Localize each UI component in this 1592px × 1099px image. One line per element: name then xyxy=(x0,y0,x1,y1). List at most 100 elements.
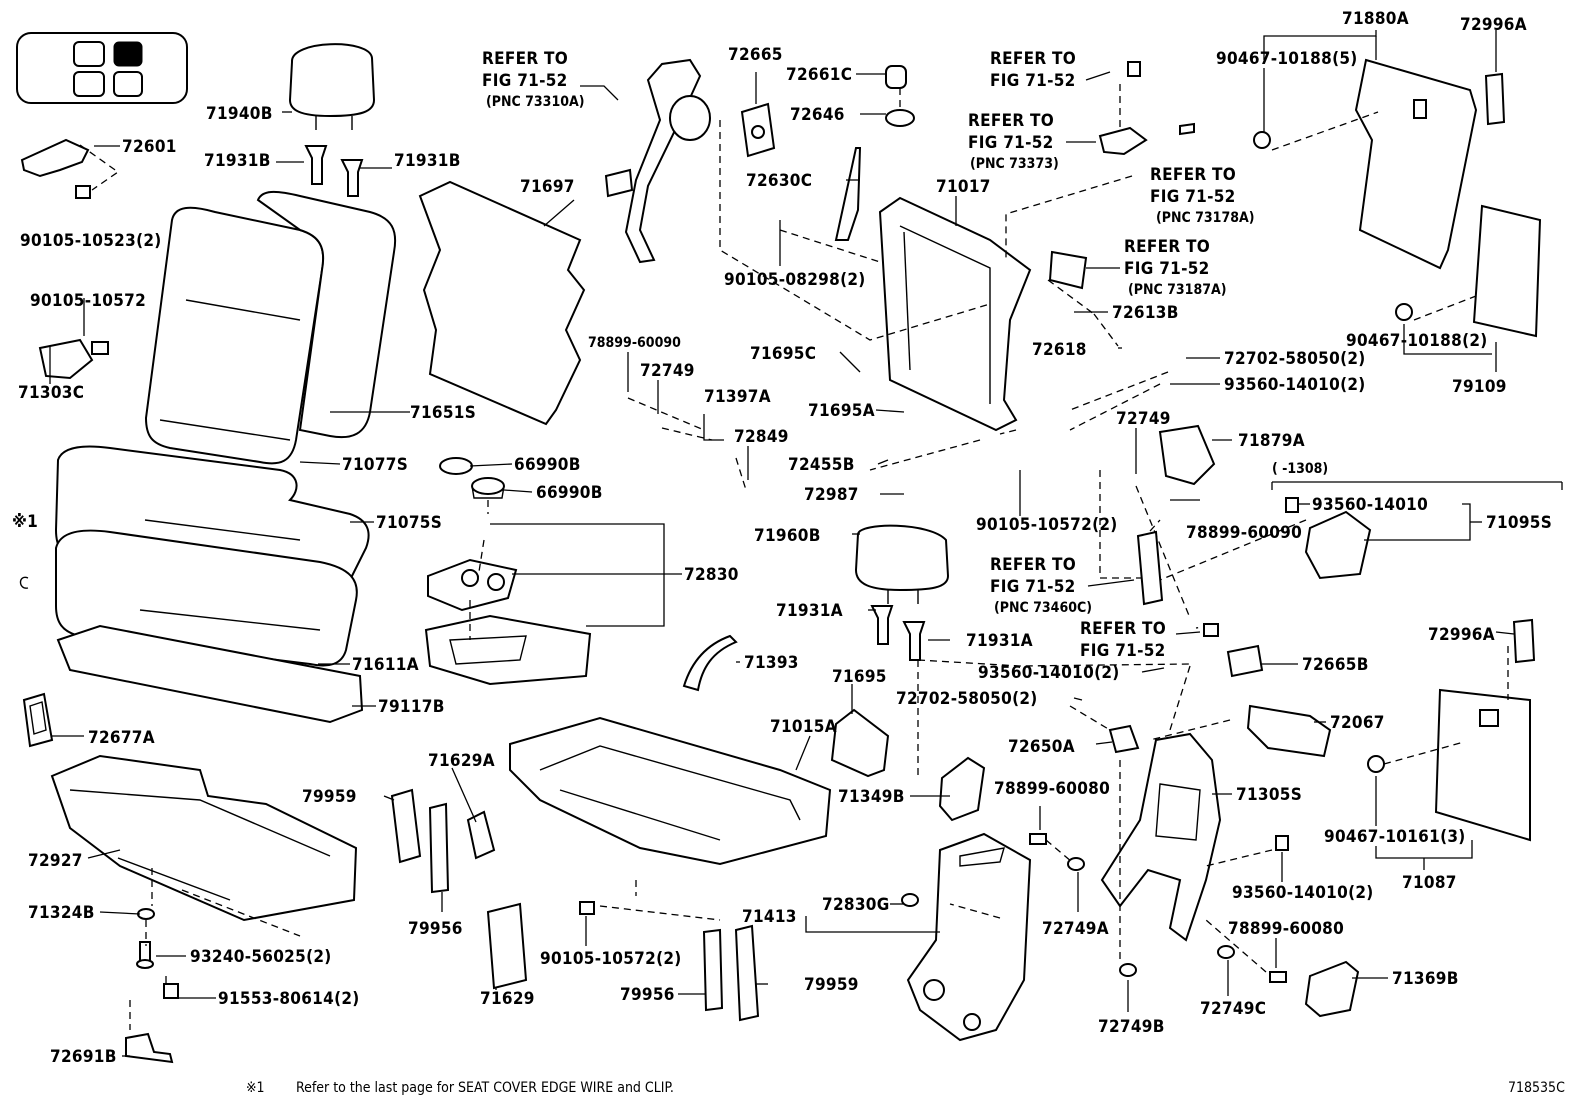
label-footnote-mark: ※1 xyxy=(12,512,38,532)
figure-code: 718535C xyxy=(1508,1080,1565,1096)
bolt-93240-part xyxy=(136,941,154,969)
seatback-board-71697-part xyxy=(418,180,586,426)
label-90105-10523: 90105-10523(2) xyxy=(20,231,162,251)
bracket-72691b-part xyxy=(125,1032,174,1064)
headrest-71940b-part xyxy=(288,43,376,130)
label-72630c: 72630C xyxy=(746,171,812,191)
refer-4-line3: (PNC 73178A) xyxy=(1156,210,1254,226)
label-90467-10188-2: 90467-10188(2) xyxy=(1346,331,1488,351)
cover-79959-upper-part xyxy=(390,788,422,864)
label-71960b: 71960B xyxy=(754,526,821,546)
clip-93560-14010-part xyxy=(1285,497,1299,513)
label-71931b-left: 71931B xyxy=(204,151,271,171)
hinge-frame-71305s-part xyxy=(1100,732,1222,942)
cover-79959-lower-part xyxy=(734,924,760,1022)
bolt-78899-60080-left-part xyxy=(1029,833,1047,845)
refer-2-line1: REFER TO xyxy=(990,49,1076,69)
label-71629: 71629 xyxy=(480,989,535,1009)
refer-5-line2: FIG 71-52 xyxy=(1124,259,1210,279)
label-71349b: 71349B xyxy=(838,787,905,807)
label-72665: 72665 xyxy=(728,45,783,65)
clip-72830g-part xyxy=(901,893,919,907)
refer-4-line1: REFER TO xyxy=(1150,165,1236,185)
label-79956-upper: 79956 xyxy=(408,919,463,939)
label-71880a: 71880A xyxy=(1342,9,1409,29)
nut-72749b-part xyxy=(1119,963,1137,977)
label-72691b: 72691B xyxy=(50,1047,117,1067)
label-78899-60090-right: 78899-60090 xyxy=(1186,523,1302,543)
bracket-71695-part xyxy=(830,708,890,778)
label-71303c: 71303C xyxy=(18,383,84,403)
label-90105-10572-center: 90105-10572(2) xyxy=(540,949,682,969)
label-71879a: 71879A xyxy=(1238,431,1305,451)
cover-71879a-part xyxy=(1158,424,1216,486)
edge-wire-clip-icon xyxy=(19,576,29,589)
label-71087: 71087 xyxy=(1402,873,1457,893)
seatback-frame-71017-part xyxy=(878,196,1032,432)
label-71629a: 71629A xyxy=(428,751,495,771)
refer-7-line2: FIG 71-52 xyxy=(1080,641,1166,661)
label-93240-56025: 93240-56025(2) xyxy=(190,947,332,967)
label-71077s: 71077S xyxy=(342,455,408,475)
refer-6-line1: REFER TO xyxy=(990,555,1076,575)
seatback-cover-71077s-part xyxy=(144,206,325,465)
label-72849: 72849 xyxy=(734,427,789,447)
seatback-board-71880a-part xyxy=(1354,58,1478,270)
label-79117b: 79117B xyxy=(378,697,445,717)
refer-to-callouts: REFER TO FIG 71-52 (PNC 73310A) REFER TO… xyxy=(482,49,1254,661)
bracket-72650a-part xyxy=(1108,724,1140,754)
trim-72996a-lower-part xyxy=(1512,618,1536,664)
label-72927: 72927 xyxy=(28,851,83,871)
label-90105-08298: 90105-08298(2) xyxy=(724,270,866,290)
board-71087-part xyxy=(1434,688,1531,842)
label-72601: 72601 xyxy=(122,137,177,157)
refer-4-line2: FIG 71-52 xyxy=(1150,187,1236,207)
clip-90467-10188-lower-part xyxy=(1395,303,1413,321)
label-72455b: 72455B xyxy=(788,455,855,475)
label-71931a-right: 71931A xyxy=(966,631,1033,651)
console-71413-part xyxy=(906,832,1032,1042)
label-90467-10188-5: 90467-10188(5) xyxy=(1216,49,1358,69)
label-71015a: 71015A xyxy=(770,717,837,737)
bracket-71303c-part xyxy=(38,338,109,380)
label-71369b: 71369B xyxy=(1392,969,1459,989)
bolt-93560-14010-right-part xyxy=(1275,835,1289,851)
label-93560-14010-lower: 93560-14010(2) xyxy=(1232,883,1374,903)
leader-lines xyxy=(49,30,1563,1057)
label-71651s: 71651S xyxy=(410,403,476,423)
label-72702-58050-upper: 72702-58050(2) xyxy=(1224,349,1366,369)
label-90105-10572-left: 90105-10572 xyxy=(30,291,146,311)
label-72646: 72646 xyxy=(790,105,845,125)
board-79109-part xyxy=(1472,204,1542,338)
cover-71629a-part xyxy=(466,810,496,860)
label-72749b: 72749B xyxy=(1098,1017,1165,1037)
cap-66990b-lower-part xyxy=(471,477,505,499)
label-72749a: 72749A xyxy=(1042,919,1109,939)
bolt-90105-10572-center-part xyxy=(579,901,595,915)
label-90105-10572-right: 90105-10572(2) xyxy=(976,515,1118,535)
label-78899-60080-right: 78899-60080 xyxy=(1228,919,1344,939)
cover-71369b-part xyxy=(1304,960,1360,1018)
refer-2-line2: FIG 71-52 xyxy=(990,71,1076,91)
label-71305s: 71305S xyxy=(1236,785,1302,805)
label-91553-80614: 91553-80614(2) xyxy=(218,989,360,1009)
refer-1-line1: REFER TO xyxy=(482,49,568,69)
footnote: ※1 Refer to the last page for SEAT COVER… xyxy=(246,1080,674,1096)
cap-72661c-part xyxy=(885,65,907,89)
label-72996a-lower: 72996A xyxy=(1428,625,1495,645)
label-78899-60090-left: 78899-60090 xyxy=(588,335,681,351)
cover-72665-part xyxy=(740,102,776,158)
label-72067: 72067 xyxy=(1330,713,1385,733)
cover-72677a-part xyxy=(22,692,54,748)
label-93560-14010-upper: 93560-14010(2) xyxy=(1224,375,1366,395)
mat-79117b-part xyxy=(56,624,364,724)
cover-71349b-part xyxy=(938,756,986,822)
cover-79956-lower-part xyxy=(702,928,724,1012)
label-71931b-right: 71931B xyxy=(394,151,461,171)
trim-72996a-upper-part xyxy=(1484,72,1506,126)
label-93560-14010-center: 93560-14010(2) xyxy=(978,663,1120,683)
refer-3-line3: (PNC 73373) xyxy=(970,156,1059,172)
footnote-text: Refer to the last page for SEAT COVER ED… xyxy=(296,1080,674,1096)
label-71611a: 71611A xyxy=(352,655,419,675)
